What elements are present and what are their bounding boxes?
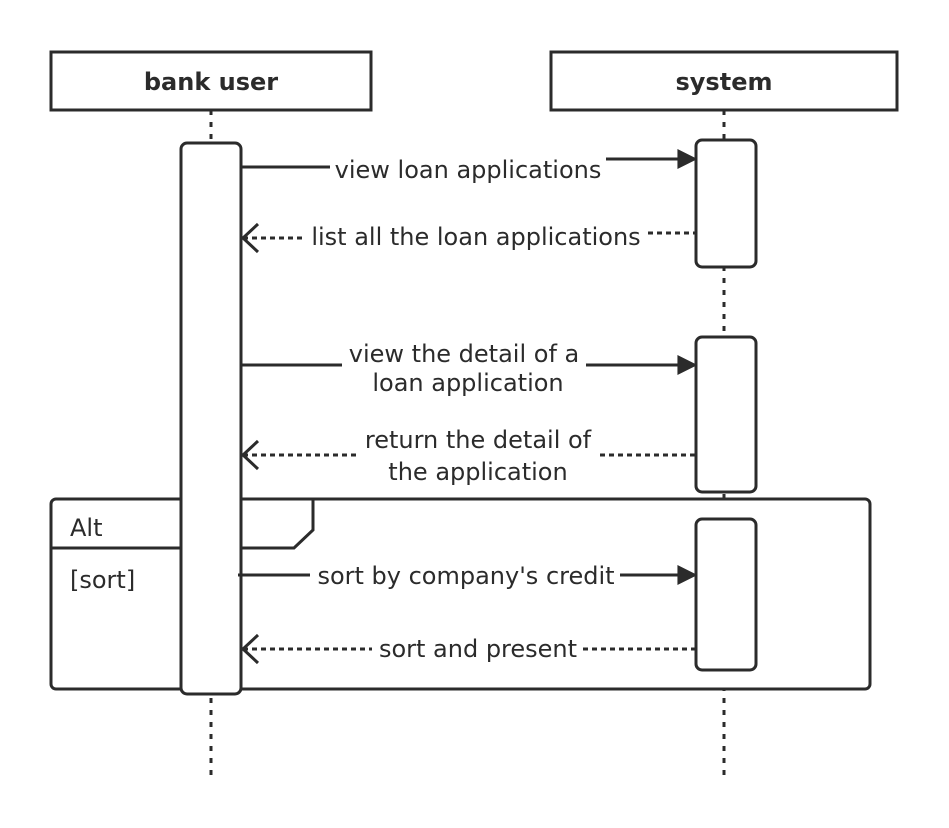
alt-fragment-tab — [51, 499, 315, 550]
message-label: sort by company's credit — [317, 562, 614, 590]
message-view-detail: view the detail of a loan application — [241, 340, 698, 397]
bank-user-activation — [179, 141, 243, 696]
system-activation-3 — [694, 517, 758, 672]
alt-fragment: Alt [sort] — [49, 497, 872, 691]
alt-operator-label: Alt — [70, 514, 103, 542]
lifeline-system-header: system — [549, 50, 899, 112]
message-label-line-1: view the detail of a — [349, 340, 579, 368]
message-list-all-loan-applications: list all the loan applications — [240, 222, 696, 254]
message-label: sort and present — [379, 635, 577, 663]
message-label-line-2: the application — [388, 458, 567, 486]
message-return-detail: return the detail of the application — [240, 426, 696, 486]
message-label-line-2: loan application — [372, 369, 563, 397]
open-arrow-head — [240, 222, 260, 254]
open-arrow-head — [240, 439, 260, 471]
message-label-line-1: return the detail of — [365, 426, 592, 454]
message-label: list all the loan applications — [311, 223, 640, 251]
lifeline-system-label: system — [676, 68, 773, 96]
alt-guard-label: [sort] — [70, 566, 135, 594]
message-sort-by-credit: sort by company's credit — [238, 562, 698, 590]
message-label: view loan applications — [335, 156, 602, 184]
open-arrow-head — [240, 633, 260, 665]
system-activation-1 — [694, 138, 758, 269]
message-sort-and-present: sort and present — [240, 633, 696, 665]
system-activation-2 — [694, 335, 758, 494]
message-view-loan-applications: view loan applications — [241, 149, 698, 184]
lifeline-bank-user-header: bank user — [49, 50, 373, 112]
lifeline-bank-user-label: bank user — [144, 68, 278, 96]
